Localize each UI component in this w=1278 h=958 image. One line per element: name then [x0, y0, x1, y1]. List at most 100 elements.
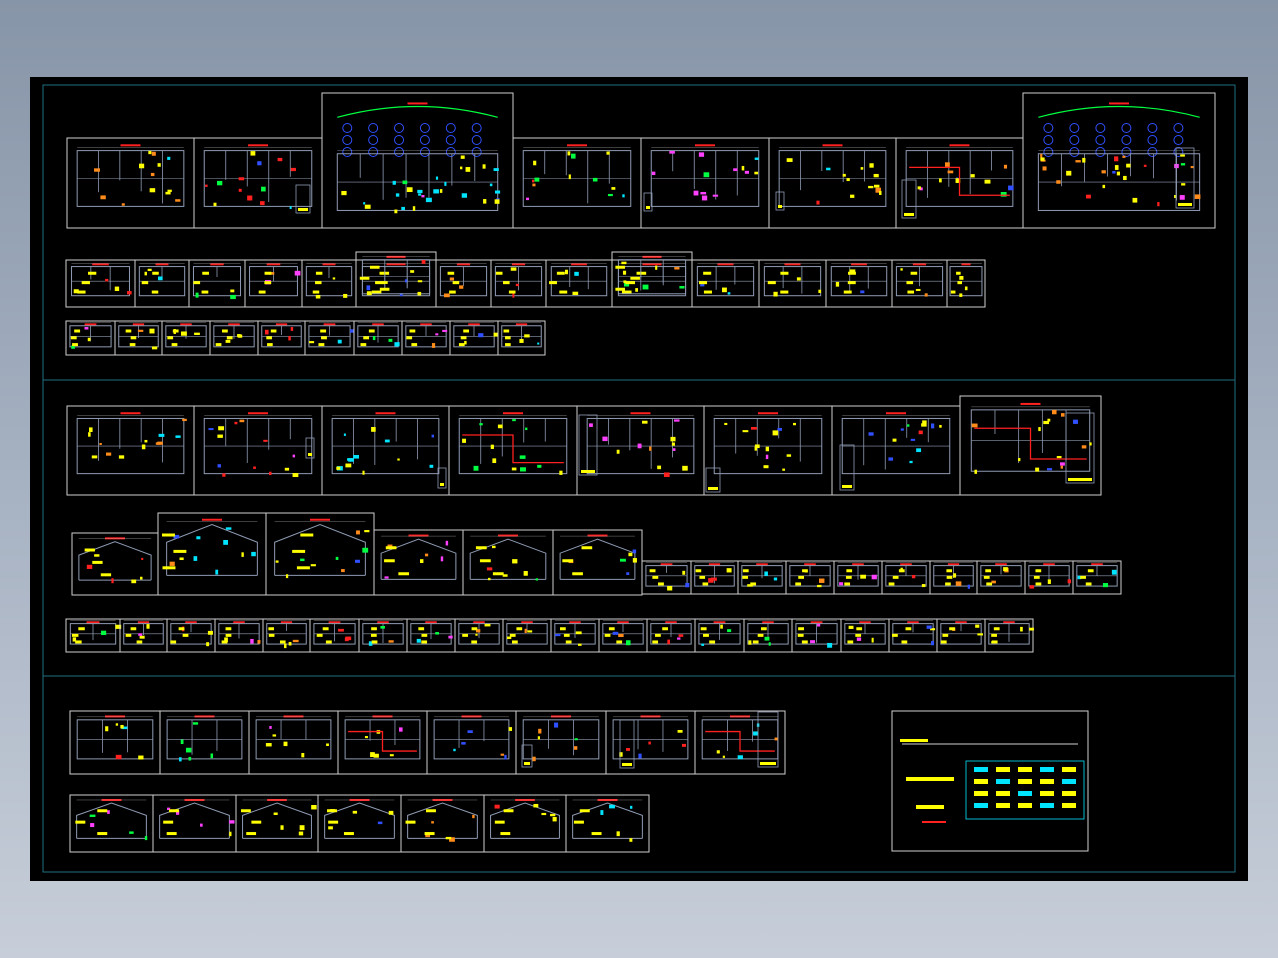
drawing-sheet-64[interactable]	[262, 618, 311, 653]
drawing-sheet-83[interactable]	[337, 710, 428, 775]
drawing-sheet-65[interactable]	[309, 618, 360, 653]
note-text-block	[371, 640, 378, 644]
drawing-sheet-12[interactable]	[244, 259, 303, 308]
drawing-sheet-68[interactable]	[454, 618, 504, 653]
annotation-mark	[196, 536, 201, 540]
drawing-sheet-62[interactable]	[166, 618, 216, 653]
drawing-sheet-11[interactable]	[188, 259, 246, 308]
drawing-sheet-93[interactable]	[483, 794, 567, 853]
drawing-sheet-49[interactable]	[552, 529, 643, 596]
drawing-sheet-75[interactable]	[791, 618, 842, 653]
drawing-sheet-25[interactable]	[611, 251, 693, 308]
drawing-sheet-51[interactable]	[690, 560, 739, 595]
drawing-sheet-26[interactable]	[65, 320, 116, 356]
drawing-sheet-58[interactable]	[1024, 560, 1074, 595]
drawing-sheet-4[interactable]	[512, 137, 642, 229]
drawing-sheet-37[interactable]	[193, 405, 323, 496]
note-text-block	[844, 582, 851, 586]
drawing-sheet-78[interactable]	[936, 618, 986, 653]
drawing-sheet-63[interactable]	[214, 618, 264, 653]
drawing-sheet-81[interactable]	[159, 710, 250, 775]
drawing-sheet-6[interactable]	[768, 137, 897, 229]
drawing-sheet-5[interactable]	[640, 137, 770, 229]
drawing-sheet-54[interactable]	[833, 560, 883, 595]
drawing-sheet-41[interactable]	[703, 405, 833, 496]
drawing-sheet-79[interactable]	[984, 618, 1034, 653]
drawing-sheet-7[interactable]	[895, 137, 1024, 229]
drawing-sheet-39[interactable]	[448, 405, 578, 496]
drawing-sheet-27[interactable]	[114, 320, 163, 356]
drawing-sheet-22[interactable]	[891, 259, 948, 308]
drawing-sheet-90[interactable]	[235, 794, 319, 853]
drawing-sheet-13[interactable]	[301, 259, 357, 308]
drawing-sheet-59[interactable]	[1072, 560, 1122, 595]
drawing-sheet-42[interactable]	[831, 405, 961, 496]
drawing-sheet-48[interactable]	[462, 529, 554, 596]
drawing-sheet-71[interactable]	[598, 618, 648, 653]
drawing-sheet-69[interactable]	[502, 618, 552, 653]
drawing-sheet-82[interactable]	[248, 710, 339, 775]
drawing-sheet-91[interactable]	[317, 794, 402, 853]
drawing-sheet-95[interactable]	[891, 710, 1089, 852]
drawing-sheet-32[interactable]	[353, 320, 403, 356]
drawing-sheet-31[interactable]	[304, 320, 355, 356]
drawing-sheet-60[interactable]	[65, 618, 122, 653]
drawing-sheet-72[interactable]	[646, 618, 696, 653]
drawing-sheet-76[interactable]	[840, 618, 890, 653]
drawing-sheet-24[interactable]	[355, 251, 437, 308]
drawing-sheet-94[interactable]	[565, 794, 650, 853]
drawing-sheet-35[interactable]	[497, 320, 546, 356]
drawing-sheet-55[interactable]	[881, 560, 931, 595]
drawing-sheet-38[interactable]	[321, 405, 450, 496]
drawing-sheet-77[interactable]	[888, 618, 938, 653]
drawing-sheet-45[interactable]	[157, 512, 267, 596]
legend-entry	[1040, 779, 1054, 784]
cad-model-space[interactable]	[30, 77, 1248, 881]
drawing-sheet-92[interactable]	[400, 794, 485, 853]
drawing-sheet-73[interactable]	[694, 618, 745, 653]
drawing-sheet-29[interactable]	[209, 320, 259, 356]
drawing-sheet-86[interactable]	[605, 710, 696, 775]
drawing-sheet-46[interactable]	[265, 512, 375, 596]
drawing-sheet-44[interactable]	[71, 532, 159, 596]
drawing-sheet-70[interactable]	[550, 618, 600, 653]
drawing-sheet-66[interactable]	[358, 618, 408, 653]
drawing-sheet-74[interactable]	[743, 618, 793, 653]
drawing-sheet-21[interactable]	[825, 259, 893, 308]
drawing-sheet-40[interactable]	[576, 405, 705, 496]
drawing-sheet-52[interactable]	[737, 560, 787, 595]
drawing-canvas[interactable]	[30, 77, 1248, 881]
drawing-sheet-56[interactable]	[929, 560, 978, 595]
drawing-sheet-61[interactable]	[119, 618, 168, 653]
drawing-sheet-47[interactable]	[373, 529, 464, 596]
drawing-sheet-28[interactable]	[161, 320, 211, 356]
drawing-sheet-9[interactable]	[65, 259, 136, 308]
drawing-sheet-89[interactable]	[152, 794, 237, 853]
drawing-sheet-84[interactable]	[426, 710, 517, 775]
drawing-sheet-1[interactable]	[66, 137, 195, 229]
drawing-sheet-14[interactable]	[355, 259, 437, 308]
drawing-sheet-23[interactable]	[946, 259, 986, 308]
note-text-block	[511, 640, 518, 644]
drawing-sheet-30[interactable]	[257, 320, 306, 356]
drawing-sheet-15[interactable]	[435, 259, 492, 308]
drawing-sheet-57[interactable]	[976, 560, 1026, 595]
drawing-sheet-8[interactable]	[1022, 92, 1216, 229]
drawing-sheet-36[interactable]	[66, 405, 195, 496]
drawing-sheet-87[interactable]	[694, 710, 786, 775]
drawing-sheet-2[interactable]	[193, 137, 323, 229]
drawing-sheet-80[interactable]	[69, 710, 161, 775]
drawing-sheet-88[interactable]	[69, 794, 154, 853]
drawing-sheet-53[interactable]	[785, 560, 835, 595]
drawing-sheet-34[interactable]	[449, 320, 499, 356]
drawing-sheet-67[interactable]	[406, 618, 456, 653]
drawing-sheet-10[interactable]	[134, 259, 190, 308]
drawing-sheet-33[interactable]	[401, 320, 451, 356]
drawing-sheet-16[interactable]	[490, 259, 547, 308]
drawing-sheet-17[interactable]	[545, 259, 613, 308]
annotation-mark	[754, 444, 760, 449]
drawing-sheet-3[interactable]	[321, 92, 514, 229]
drawing-sheet-50[interactable]	[641, 560, 692, 595]
drawing-sheet-20[interactable]	[758, 259, 827, 308]
drawing-sheet-19[interactable]	[691, 259, 760, 308]
